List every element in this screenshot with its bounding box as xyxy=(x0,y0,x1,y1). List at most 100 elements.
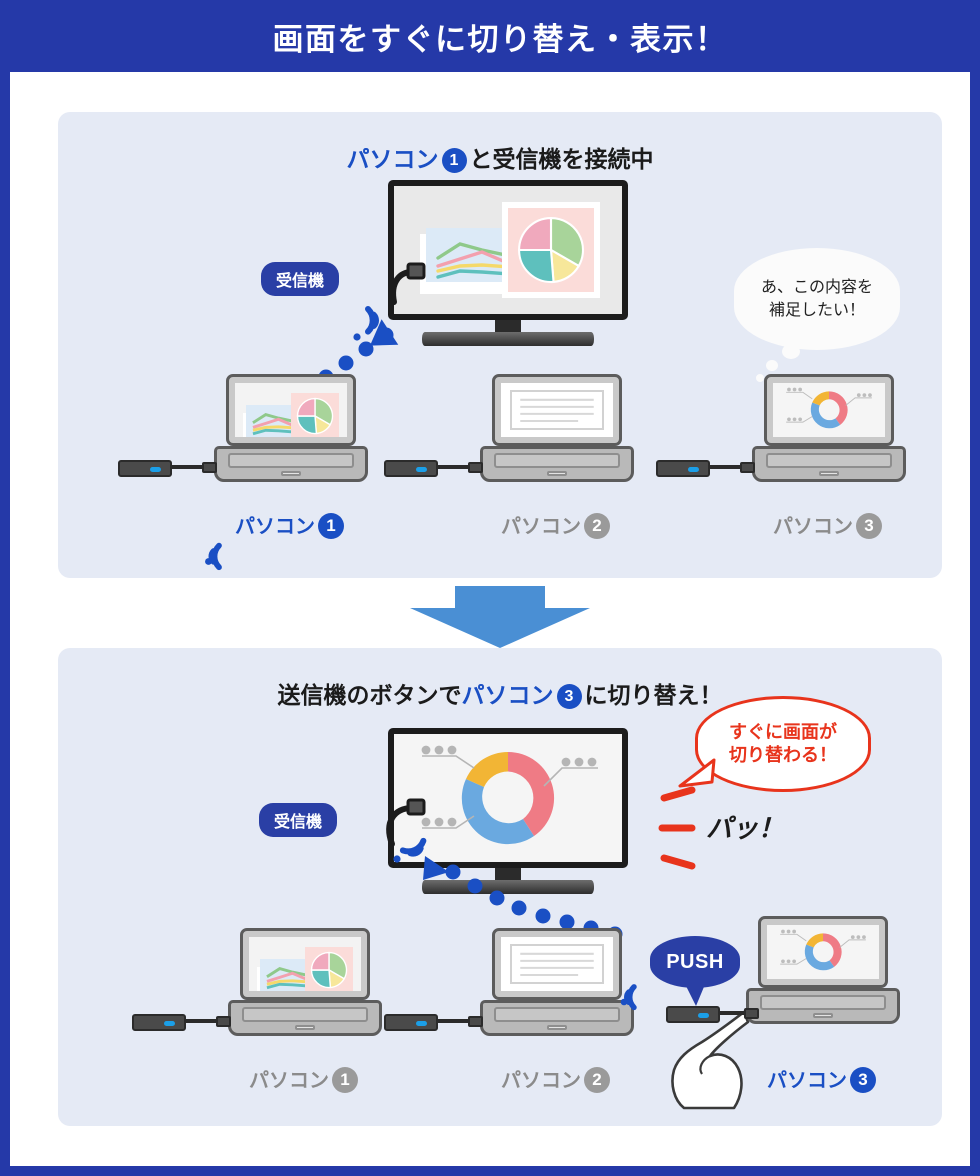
panel2-title-badge: 3 xyxy=(556,684,582,709)
laptop-1-step2 xyxy=(228,928,382,1036)
panel2-title-prefix: 送信機のボタンで xyxy=(277,682,462,708)
laptop-1-screen xyxy=(235,383,347,437)
laptop-2-doc-lines xyxy=(520,398,594,422)
laptop-2-lid xyxy=(492,374,622,446)
receiver-badge-2: 受信機 xyxy=(259,803,338,837)
wifi-icon-transmitter-1 xyxy=(205,542,222,571)
laptop-1-step2-line-svg xyxy=(266,967,310,990)
wifi-icon-receiver-2 xyxy=(393,837,427,863)
transmitter-dongle-2-step2[interactable] xyxy=(384,1014,438,1031)
transmitter-dongle-1[interactable] xyxy=(118,460,172,477)
laptop-1-label-badge: 1 xyxy=(318,513,344,539)
alert-bubble-line-1: すぐに画面が xyxy=(729,721,837,742)
laptop-1-step2-lid xyxy=(240,928,370,1000)
dongle-cable-1 xyxy=(170,465,206,469)
laptop-1-step2-trackpad xyxy=(294,1024,316,1031)
line-chart-svg xyxy=(436,242,512,279)
tv-base-2 xyxy=(422,880,594,894)
transmitter-dongle-3-step2[interactable] xyxy=(666,1006,720,1023)
panel2-title-blue: パソコン xyxy=(461,682,554,708)
laptop-3-step2 xyxy=(746,916,900,1024)
header-banner: 画面をすぐに切り替え・表示！ xyxy=(10,0,980,72)
pie-chart-svg xyxy=(518,217,585,284)
alert-speech-bubble: すぐに画面が 切り替わる！ xyxy=(695,696,871,792)
laptop-2-screen xyxy=(501,383,613,437)
wifi-icon-receiver-1 xyxy=(353,306,379,341)
receiver-cable-2 xyxy=(386,798,426,847)
alert-bubble-line-2: 切り替わる！ xyxy=(729,745,837,765)
pie-chart-card xyxy=(502,202,600,298)
laptop-3-step2-label-text: パソコン xyxy=(767,1070,847,1092)
laptop-2-step2-keyboard xyxy=(493,1007,621,1023)
dongle-plug-3-step2 xyxy=(744,1008,759,1019)
dongle-led-2 xyxy=(416,467,427,472)
pointing-hand-icon xyxy=(671,1010,750,1110)
tv-display-2 xyxy=(388,728,628,894)
dongle-led-3 xyxy=(688,467,699,472)
dongle-cable-2 xyxy=(436,465,472,469)
receiver-badge-1: 受信機 xyxy=(261,262,340,296)
laptop-2-document xyxy=(510,390,604,430)
tv-display-1 xyxy=(388,180,628,346)
laptop-1-pie-svg xyxy=(296,397,334,435)
laptop-1-pie-card xyxy=(291,393,339,437)
laptop-3-donut-svg xyxy=(786,387,872,429)
laptop-2-step2 xyxy=(480,928,634,1036)
dongle-cable-2-step2 xyxy=(436,1019,472,1023)
dongle-plug-1-step2 xyxy=(216,1016,231,1027)
laptop-3-step2-base xyxy=(746,988,900,1024)
thought-bubble-1: あ、この内容を 補足したい！ xyxy=(734,248,900,350)
dongle-plug-2 xyxy=(468,462,483,473)
laptop-2-base xyxy=(480,446,634,482)
panel1-title-badge: 1 xyxy=(441,148,467,173)
laptop-2 xyxy=(480,374,634,482)
dongle-cable-1-step2 xyxy=(184,1019,220,1023)
laptop-1-base xyxy=(214,446,368,482)
transmitter-dongle-2[interactable] xyxy=(384,460,438,477)
push-label: PUSH xyxy=(666,950,724,973)
laptop-2-label-badge: 2 xyxy=(584,513,610,539)
laptop-3-step2-trackpad xyxy=(812,1012,834,1019)
laptop-2-step2-screen xyxy=(501,937,613,991)
dongle-led-2-step2 xyxy=(416,1021,427,1026)
thought-line-1: あ、この内容を xyxy=(760,278,873,296)
dongle-cable-3 xyxy=(708,465,744,469)
laptop-1-step2-screen xyxy=(249,937,361,991)
page-title: 画面をすぐに切り替え・表示！ xyxy=(272,21,728,57)
laptop-3-step2-screen xyxy=(767,925,879,979)
tv-screen xyxy=(394,186,622,314)
flash-text: パッ！ xyxy=(706,813,785,843)
transmitter-dongle-3[interactable] xyxy=(656,460,710,477)
thought-dot-medium xyxy=(766,360,778,371)
signal-path-2 xyxy=(423,856,623,942)
laptop-3-step2-lid xyxy=(758,916,888,988)
laptop-2-step2-document xyxy=(510,944,604,984)
laptop-2-step2-base xyxy=(480,1000,634,1036)
flow-arrow-down-icon xyxy=(410,586,590,648)
laptop-2-step2-label-text: パソコン xyxy=(501,1070,581,1092)
laptop-3 xyxy=(752,374,906,482)
laptop-1-step2-label-badge: 1 xyxy=(332,1067,358,1093)
laptop-1-step2-keyboard xyxy=(241,1007,369,1023)
panel2-title-suffix: に切り替え！ xyxy=(584,682,723,708)
laptop-1-step2-label-text: パソコン xyxy=(249,1070,329,1092)
laptop-2-trackpad xyxy=(546,470,568,477)
tv-screen-2 xyxy=(394,734,622,862)
alert-bubble-tail xyxy=(678,758,716,788)
laptop-2-step2-doc-lines xyxy=(520,952,594,976)
laptop-3-label-badge: 3 xyxy=(856,513,882,539)
panel1-title-suffix: と受信機を接続中 xyxy=(469,146,654,172)
laptop-1-lid xyxy=(226,374,356,446)
laptop-1-line-svg xyxy=(252,413,296,436)
laptop-3-label-text: パソコン xyxy=(773,516,853,538)
transmitter-dongle-1-step2[interactable] xyxy=(132,1014,186,1031)
laptop-1-trackpad xyxy=(280,470,302,477)
